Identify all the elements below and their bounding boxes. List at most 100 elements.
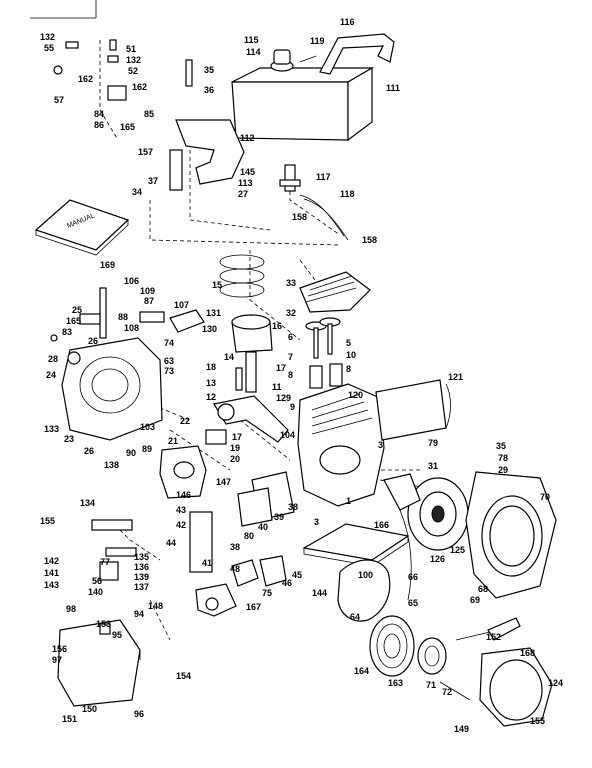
piston-rings	[219, 254, 265, 298]
callout-12: 12	[206, 392, 216, 402]
callout-79: 79	[428, 438, 438, 448]
piston-connecting-rod	[231, 314, 273, 393]
fuel-valve	[279, 164, 349, 241]
owners-manual: MANUAL	[34, 199, 130, 256]
callout-132: 132	[40, 32, 55, 42]
callout-108: 108	[124, 323, 139, 333]
callout-26: 26	[88, 336, 98, 346]
callout-158: 158	[292, 212, 307, 222]
callout-141: 141	[44, 568, 59, 578]
callout-165: 165	[66, 316, 81, 326]
callout-156: 156	[52, 644, 67, 654]
callout-153: 153	[96, 619, 111, 629]
callout-163: 163	[388, 678, 403, 688]
callout-65: 65	[408, 598, 418, 608]
control-box	[57, 619, 141, 707]
primer-assembly	[195, 583, 237, 617]
callout-32: 32	[286, 308, 296, 318]
callout-157: 157	[138, 147, 153, 157]
callout-3: 3	[378, 440, 383, 450]
callout-27: 27	[238, 189, 248, 199]
callout-39: 39	[274, 512, 284, 522]
starter-pulley	[369, 615, 415, 677]
callout-38: 38	[288, 502, 298, 512]
callout-140: 140	[88, 587, 103, 597]
callout-146: 146	[176, 490, 191, 500]
callout-45: 45	[292, 570, 302, 580]
intake-gasket	[237, 471, 295, 527]
callout-133: 133	[44, 424, 59, 434]
callout-7: 7	[288, 352, 293, 362]
callout-138: 138	[104, 460, 119, 470]
callout-71: 71	[426, 680, 436, 690]
callout-109: 109	[140, 286, 155, 296]
callout-148: 148	[148, 601, 163, 611]
blower-housing-cover	[61, 337, 163, 441]
callout-8: 8	[288, 370, 293, 380]
callout-116: 116	[340, 17, 355, 27]
fuel-tank	[231, 33, 395, 142]
callout-162: 162	[78, 74, 93, 84]
callout-20: 20	[230, 454, 240, 464]
callout-23: 23	[64, 434, 74, 444]
callout-150: 150	[82, 704, 97, 714]
callout-44: 44	[166, 538, 176, 548]
callouts: 132 55 51 132 52 162 162 57 84 86 165 85…	[40, 17, 563, 734]
callout-41: 41	[202, 558, 212, 568]
callout-155: 155	[40, 516, 55, 526]
callout-5: 5	[346, 338, 351, 348]
air-baffle	[337, 559, 391, 622]
callout-120: 120	[348, 390, 363, 400]
callout-145: 145	[240, 167, 255, 177]
callout-167: 167	[246, 602, 261, 612]
callout-69: 69	[470, 595, 480, 605]
callout-85: 85	[144, 109, 154, 119]
engine-block	[297, 383, 385, 507]
callout-147: 147	[216, 477, 231, 487]
callout-66: 66	[408, 572, 418, 582]
callout-135: 135	[134, 552, 149, 562]
callout-162: 162	[132, 82, 147, 92]
callout-103: 103	[140, 422, 155, 432]
callout-152: 152	[486, 632, 501, 642]
callout-98: 98	[66, 604, 76, 614]
callout-8: 8	[346, 364, 351, 374]
callout-26: 26	[84, 446, 94, 456]
callout-107: 107	[174, 300, 189, 310]
callout-40: 40	[258, 522, 268, 532]
carburetor	[159, 445, 207, 499]
callout-36: 36	[204, 85, 214, 95]
callout-24: 24	[46, 370, 56, 380]
base-plate	[302, 523, 410, 567]
callout-18: 18	[206, 362, 216, 372]
callout-124: 124	[548, 678, 563, 688]
callout-136: 136	[134, 562, 149, 572]
callout-100: 100	[358, 570, 373, 580]
callout-86: 86	[94, 120, 104, 130]
callout-15: 15	[212, 280, 222, 290]
callout-169: 169	[100, 260, 115, 270]
callout-70: 70	[540, 492, 550, 502]
callout-83: 83	[62, 327, 72, 337]
control-linkage-parts	[50, 39, 205, 342]
starter-housing	[479, 617, 553, 727]
starter-spring	[417, 637, 447, 675]
callout-34: 34	[132, 187, 142, 197]
callout-80: 80	[244, 531, 254, 541]
callout-35: 35	[496, 441, 506, 451]
callout-151: 151	[62, 714, 77, 724]
callout-52: 52	[128, 66, 138, 76]
callout-114: 114	[246, 47, 261, 57]
callout-57: 57	[54, 95, 64, 105]
callout-112: 112	[240, 133, 255, 143]
starter-rope	[439, 631, 491, 701]
callout-31: 31	[428, 461, 438, 471]
ignition-module	[383, 473, 421, 511]
governor-parts	[91, 511, 287, 587]
callout-142: 142	[44, 556, 59, 566]
callout-96: 96	[134, 709, 144, 719]
callout-21: 21	[168, 436, 178, 446]
callout-3: 3	[314, 517, 319, 527]
valves-springs	[305, 317, 343, 389]
callout-115: 115	[244, 35, 259, 45]
